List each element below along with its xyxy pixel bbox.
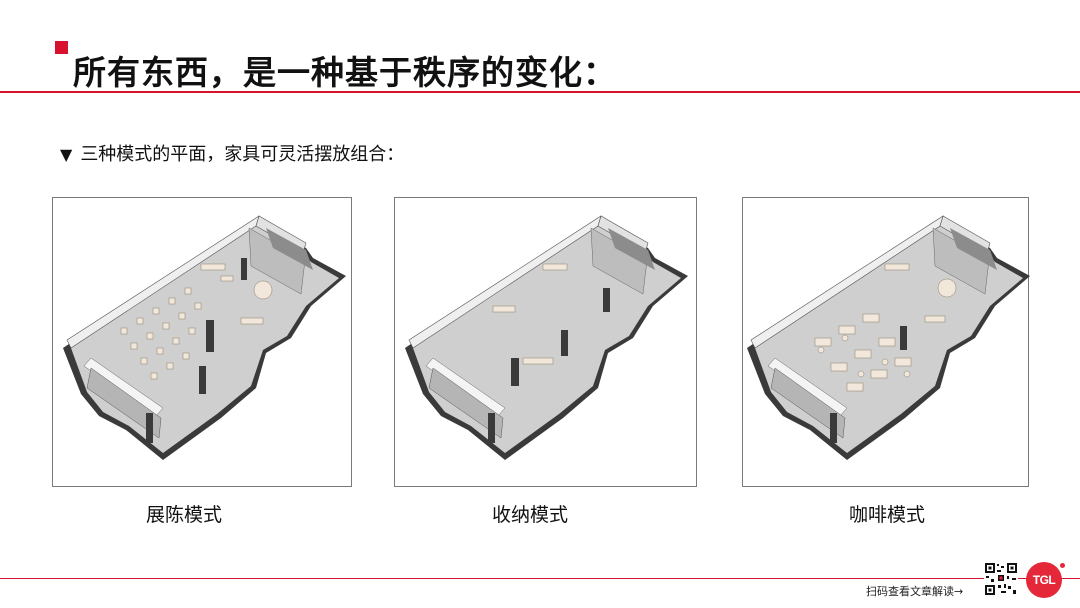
caption-exhibition: 展陈模式	[145, 504, 223, 526]
axonometric-plan-storage	[405, 215, 688, 460]
bottom-divider	[0, 578, 1080, 579]
triangle-down-icon: ▼	[60, 145, 73, 164]
plan-image-storage	[394, 197, 697, 487]
caption-storage: 收纳模式	[491, 504, 569, 526]
qr-code-icon[interactable]	[984, 562, 1018, 596]
top-divider	[0, 91, 1080, 93]
page-title: 所有东西，是一种基于秩序的变化：	[73, 53, 617, 92]
plan-image-cafe	[742, 197, 1030, 487]
caption-cafe: 咖啡模式	[848, 504, 926, 526]
subtitle: ▼ 三种模式的平面，家具可灵活摆放组合：	[60, 140, 404, 166]
axonometric-plan-cafe	[747, 215, 1030, 460]
plan-image-exhibition	[52, 197, 352, 487]
logo-dot	[1060, 563, 1065, 568]
title-marker	[55, 41, 68, 54]
scan-prompt: 扫码查看文章解读→	[866, 585, 964, 598]
tgl-logo-icon: TGL	[1026, 562, 1062, 598]
subtitle-text: 三种模式的平面，家具可灵活摆放组合：	[80, 144, 405, 165]
axonometric-plan-exhibition	[63, 215, 346, 460]
